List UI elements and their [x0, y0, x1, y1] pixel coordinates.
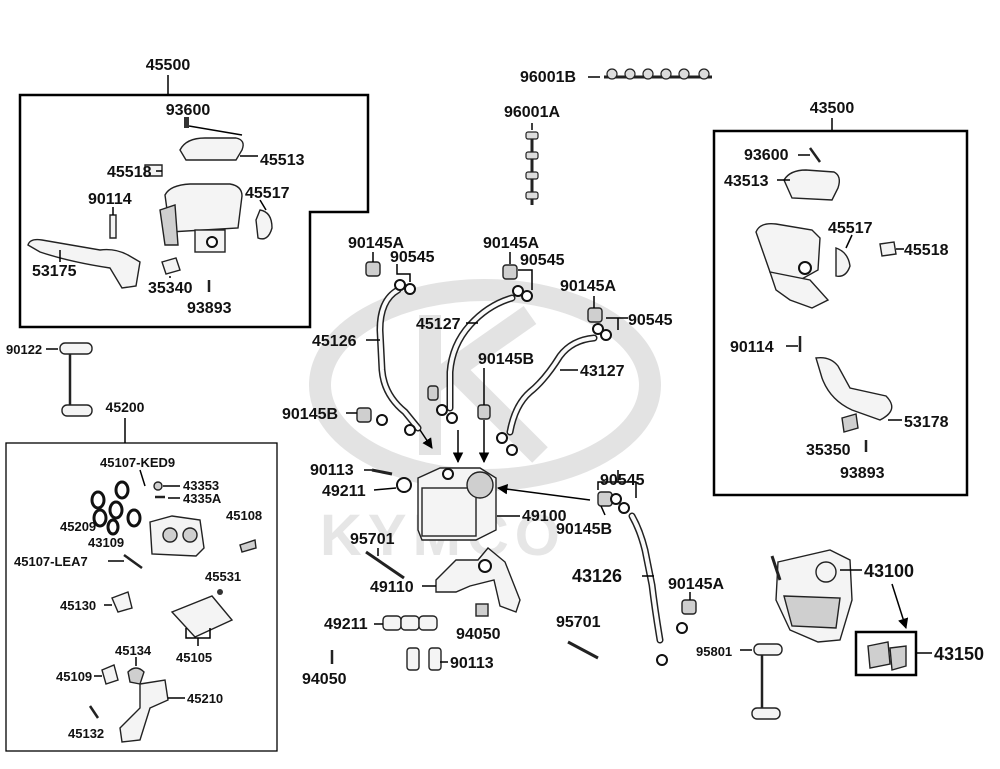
box-43500	[712, 129, 969, 497]
label-45209: 45209	[60, 519, 96, 534]
label-49100: 49100	[522, 508, 567, 525]
label-45107-KED9: 45107-KED9	[100, 455, 175, 470]
label-45105: 45105	[176, 650, 212, 665]
box-45200	[5, 442, 278, 752]
label-45127: 45127	[416, 316, 461, 333]
label-43127: 43127	[580, 363, 625, 380]
label-94050-a: 94050	[456, 626, 501, 643]
nut-94050	[475, 603, 489, 617]
bolt-set-96001A	[525, 123, 539, 205]
label-45513-a: 45513	[260, 152, 305, 169]
group-43500-label: 43500	[810, 100, 855, 117]
brake-hoses	[356, 261, 697, 666]
grommets-49211	[382, 615, 438, 631]
label-90145B-b: 90145B	[282, 406, 338, 423]
box-45500	[18, 93, 370, 329]
master-cylinder-43500-parts	[755, 147, 897, 452]
label-90545-c: 90545	[628, 312, 673, 329]
label-90145B-c: 90145B	[556, 521, 612, 538]
label-45518-b: 45518	[904, 242, 949, 259]
bolts-90113	[406, 647, 442, 671]
label-94050-b: 94050	[302, 671, 347, 688]
label-45126: 45126	[312, 333, 357, 350]
label-35350: 35350	[806, 442, 851, 459]
caliper-45200-parts	[88, 480, 257, 743]
label-45531: 45531	[205, 569, 241, 584]
label-45109: 45109	[56, 669, 92, 684]
label-53178: 53178	[904, 414, 949, 431]
label-43353: 43353	[183, 478, 219, 493]
label-43513: 43513	[724, 173, 769, 190]
bolt-set-96001B	[588, 68, 712, 80]
label-45132: 45132	[68, 726, 104, 741]
bracket-49110	[365, 547, 521, 613]
label-90545-a: 90545	[390, 249, 435, 266]
label-4335A: 4335A	[183, 491, 222, 506]
label-95701-a: 95701	[350, 531, 395, 548]
label-49211-a: 49211	[322, 483, 366, 500]
label-45517-a: 45517	[245, 185, 290, 202]
group-45200-label: 45200	[106, 399, 145, 415]
label-53175: 53175	[32, 263, 77, 280]
label-95701-b: 95701	[556, 614, 601, 631]
label-45108: 45108	[226, 508, 262, 523]
label-93893-b: 93893	[840, 465, 885, 482]
label-43109: 43109	[88, 535, 124, 550]
label-43150: 43150	[934, 644, 984, 664]
part-90122	[46, 342, 93, 417]
label-95801: 95801	[696, 644, 732, 659]
label-96001A: 96001A	[504, 104, 560, 121]
label-45518-a: 45518	[107, 164, 152, 181]
abs-unit-49100	[371, 467, 497, 541]
rear-caliper-43100	[770, 549, 853, 643]
label-90113-a: 90113	[310, 462, 354, 479]
label-49110: 49110	[370, 579, 414, 596]
label-45130: 45130	[60, 598, 96, 613]
label-90145B-a: 90145B	[478, 351, 534, 368]
label-93600-a: 93600	[166, 102, 211, 119]
label-45134: 45134	[115, 643, 152, 658]
label-90145A-a: 90145A	[348, 235, 404, 252]
label-45517-b: 45517	[828, 220, 873, 237]
label-90114-b: 90114	[730, 339, 774, 356]
label-96001B: 96001B	[520, 69, 576, 86]
label-90113-b: 90113	[450, 655, 494, 672]
pads-43150	[867, 641, 907, 671]
label-90145A-b: 90145A	[483, 235, 539, 252]
pin-95801	[740, 643, 783, 720]
label-90145A-d: 90145A	[668, 576, 724, 593]
label-90122: 90122	[6, 342, 42, 357]
group-45500-label: 45500	[146, 57, 191, 74]
label-93600-b: 93600	[744, 147, 789, 164]
label-90545-b: 90545	[520, 252, 565, 269]
label-90145A-c: 90145A	[560, 278, 616, 295]
label-45107-LEA7: 45107-LEA7	[14, 554, 88, 569]
bolt-95701-b	[567, 640, 599, 660]
label-93893-a: 93893	[187, 300, 232, 317]
label-35340: 35340	[148, 280, 193, 297]
label-43100: 43100	[864, 561, 914, 581]
master-cylinder-45500-parts	[27, 117, 273, 292]
label-43126: 43126	[572, 566, 622, 586]
label-90545-d: 90545	[600, 472, 645, 489]
label-90114-a: 90114	[88, 191, 132, 208]
label-45210: 45210	[187, 691, 223, 706]
label-49211-b: 49211	[324, 616, 368, 633]
